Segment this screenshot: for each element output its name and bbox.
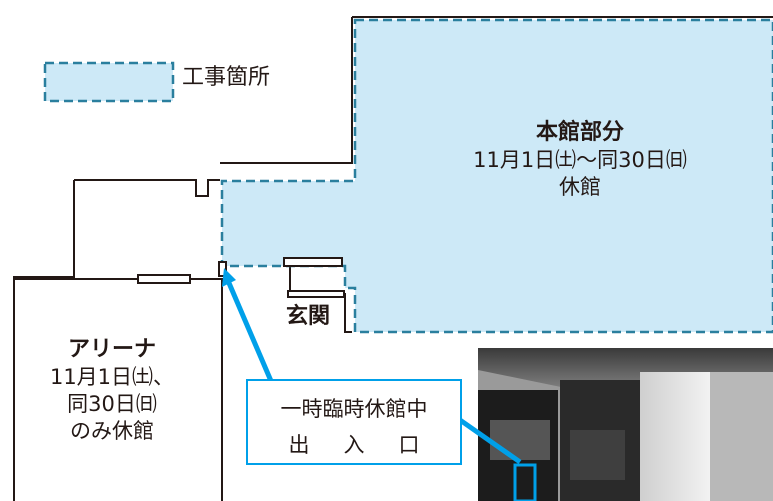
building-entrance-photo-icon [478, 348, 773, 501]
legend-label: 工事箇所 [182, 65, 271, 90]
main-building-dates: 11月1日㈯〜同30日㈰ [473, 148, 687, 173]
main-building-status: 休館 [559, 175, 601, 200]
entrance-door [283, 257, 343, 267]
arena-title: アリーナ [67, 337, 156, 362]
main-outline-black [220, 16, 773, 164]
temporary-entrance-marker [218, 261, 227, 277]
main-building-label: 本館部分 11月1日㈯〜同30日㈰ 休館 [410, 119, 750, 201]
arena-outline [14, 278, 223, 501]
entrance-door-lower [287, 290, 345, 298]
arena-line2: 同30日㈰ [67, 392, 157, 417]
arena-door [137, 274, 191, 284]
main-building-title: 本館部分 [535, 120, 624, 145]
legend-swatch [43, 61, 175, 103]
construction-area-main [220, 18, 773, 334]
arena-line3: のみ休館 [70, 418, 154, 443]
callout-pointer-right [458, 417, 522, 465]
callout-line2: 出入口 [288, 433, 454, 457]
arena-line1: 11月1日㈯、 [49, 365, 175, 390]
arena-label: アリーナ 11月1日㈯、 同30日㈰ のみ休館 [16, 336, 208, 445]
temporary-entrance-callout: 一時臨時休館中 出入口 [246, 379, 462, 465]
callout-line1: 一時臨時休館中 [280, 397, 428, 421]
entrance-label: 玄関 [286, 304, 331, 329]
arrowhead-left [222, 268, 236, 287]
callout-pointer-left [223, 275, 274, 382]
